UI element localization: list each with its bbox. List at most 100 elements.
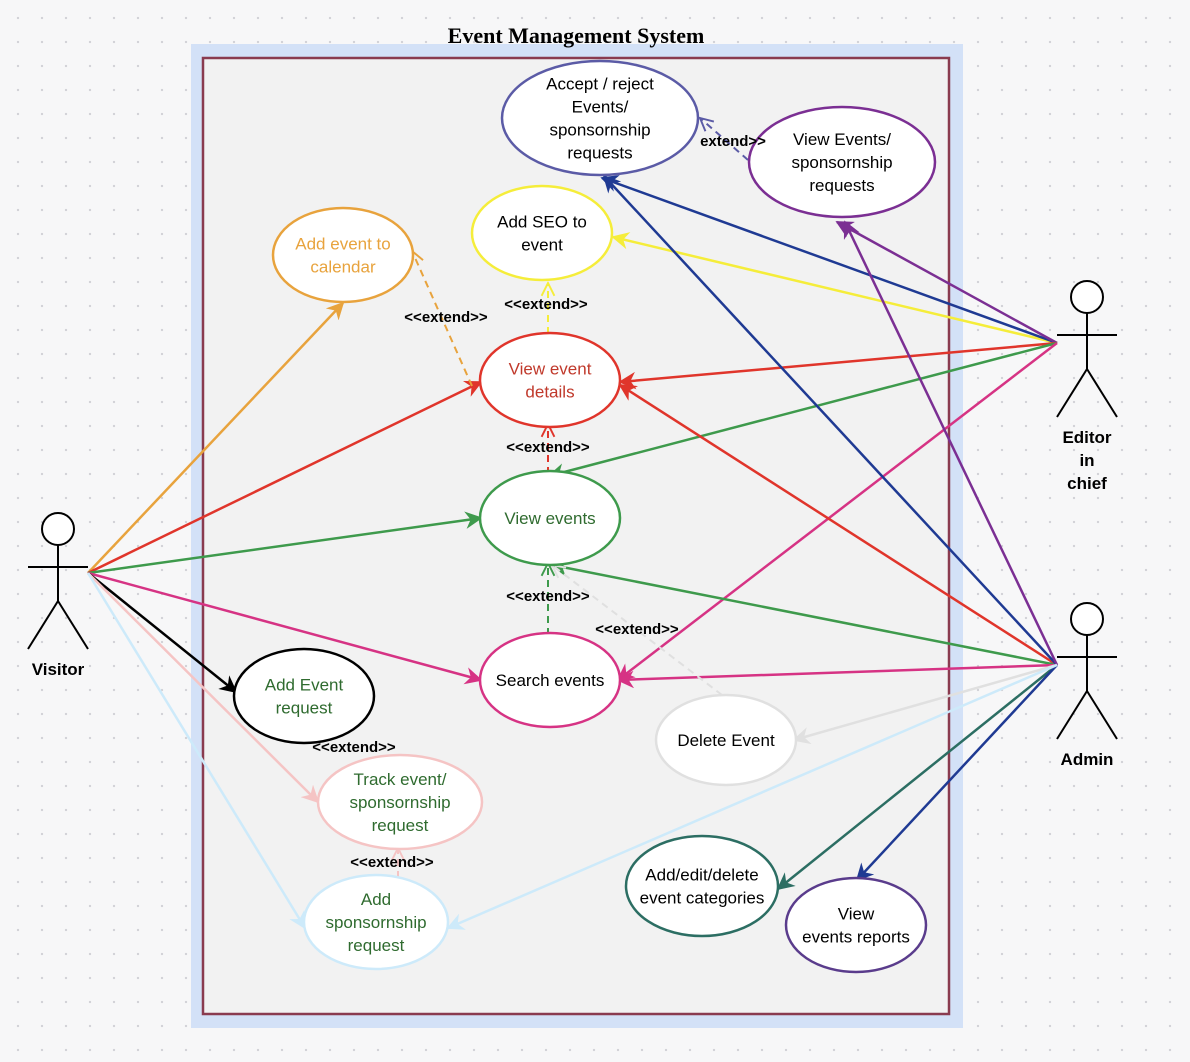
use-case-categories-label-0: Add/edit/delete: [645, 866, 758, 885]
use-case-categories[interactable]: Add/edit/delete event categories: [624, 834, 780, 938]
edge-admin-view-event-details: [618, 383, 1058, 667]
edge-admin-view-events: [550, 559, 1058, 667]
use-case-view-event-details-label-1: details: [525, 383, 574, 402]
use-case-add-sponsorship-label-0: Add: [361, 890, 391, 909]
actor-editor-in-chief-label-0: Editor: [1062, 428, 1111, 447]
actor-admin-right-leg: [1086, 690, 1118, 740]
actor-admin[interactable]: Admin: [1056, 602, 1118, 769]
edge-visitor-view-events: [87, 511, 483, 575]
use-case-add-calendar-label-1: calendar: [310, 258, 376, 277]
use-case-accept-reject-label-0: Accept / reject: [546, 75, 654, 94]
actor-editor-in-chief-left-leg: [1056, 368, 1088, 418]
edge-editor-view-events: [547, 341, 1058, 481]
diagram-title: Event Management System: [448, 23, 705, 48]
extend-label-add-calendar: <<extend>>: [404, 309, 488, 326]
use-case-add-calendar-shape: [271, 206, 415, 304]
use-case-view-events-sponsorship-label-0: View Events/: [793, 130, 891, 149]
use-case-view-events-sponsorship[interactable]: View Events/sponsornship requests: [747, 105, 937, 219]
extend-label-view-event-details: <<extend>>: [506, 439, 590, 456]
use-case-categories-shape: [624, 834, 780, 938]
edge-visitor-add-calendar: [87, 301, 345, 574]
use-case-add-sponsorship-label-2: request: [348, 936, 405, 955]
use-case-add-seo-label-0: Add SEO to: [497, 213, 587, 232]
extend-calendar-details: [412, 251, 473, 387]
actor-editor-in-chief-head: [1070, 280, 1104, 314]
use-case-add-seo-shape: [470, 184, 614, 282]
edge-visitor-track-request: [87, 572, 320, 804]
use-case-add-event-request-label-1: request: [276, 699, 333, 718]
use-case-reports-label-0: View: [838, 905, 875, 924]
use-case-categories-label-1: event categories: [640, 889, 765, 908]
edge-admin-view-events-sponsorship: [843, 220, 1059, 666]
use-case-view-events-sponsorship-shape: [747, 105, 937, 219]
edge-admin-delete-event: [792, 663, 1058, 745]
use-case-reports-label-1: events reports: [802, 928, 910, 947]
edge-editor-accept-reject: [600, 175, 1058, 345]
use-case-add-calendar[interactable]: Add event to calendar: [271, 206, 415, 304]
edge-visitor-view-event-details: [87, 380, 483, 575]
use-case-view-events-label-0: View events: [504, 509, 595, 528]
use-case-track-request-label-0: Track event/: [354, 770, 447, 789]
edge-admin-reports: [855, 664, 1058, 882]
edge-editor-view-events-sponsorship: [835, 220, 1058, 345]
edge-admin-categories: [776, 664, 1058, 891]
actor-editor-in-chief[interactable]: Editor in chief: [1056, 280, 1118, 493]
extend-labels: extend>> <<extend>> <<extend>> <<extend>> <<…: [312, 133, 766, 871]
use-case-view-events-sponsorship-label-1: sponsornship: [791, 153, 892, 172]
actor-visitor-right-leg: [57, 600, 89, 650]
use-case-add-sponsorship-shape: [302, 873, 450, 971]
edge-visitor-search-events: [87, 571, 483, 685]
edge-visitor-add-event-request: [87, 572, 238, 694]
edge-visitor-add-sponsorship: [86, 572, 307, 930]
use-case-track-request-shape: [316, 753, 484, 851]
extend-label-track-request: <<extend>>: [312, 739, 396, 756]
use-case-view-events[interactable]: View events: [478, 469, 622, 567]
actor-admin-left-leg: [1056, 690, 1088, 740]
connectors: [86, 118, 1059, 930]
actor-editor-in-chief-label-2: chief: [1067, 474, 1107, 493]
actor-editor-in-chief-label-1: in: [1079, 451, 1094, 470]
actor-admin-head: [1070, 602, 1104, 636]
use-case-delete-event-shape: [654, 693, 798, 787]
use-case-track-request-label-2: request: [372, 816, 429, 835]
use-case-add-calendar-label-0: Add event to: [295, 235, 390, 254]
use-case-accept-reject-label-2: sponsornship: [549, 121, 650, 140]
use-case-search-events[interactable]: Search events: [478, 631, 622, 729]
extend-label-accept-view-sponsorship: extend>>: [700, 133, 766, 150]
actor-visitor[interactable]: Visitor: [27, 512, 89, 679]
actor-visitor-left-leg: [27, 600, 59, 650]
actor-admin-label-0: Admin: [1061, 750, 1114, 769]
edge-editor-add-seo: [611, 232, 1058, 345]
actor-visitor-head: [41, 512, 75, 546]
use-case-add-seo-label-1: event: [521, 236, 563, 255]
use-case-add-seo[interactable]: Add SEO to event: [470, 184, 614, 282]
use-case-add-event-request-shape: [232, 647, 376, 745]
edge-admin-accept-reject: [602, 174, 1058, 666]
use-case-add-sponsorship-label-1: sponsornship: [325, 913, 426, 932]
use-case-accept-reject-shape: [500, 59, 700, 177]
extend-label-search-events: <<extend>>: [506, 588, 590, 605]
edge-admin-add-sponsorship: [446, 663, 1058, 930]
actor-editor-in-chief-right-leg: [1086, 368, 1118, 418]
use-case-reports[interactable]: View events reports: [784, 876, 928, 974]
use-case-view-events-sponsorship-label-2: requests: [809, 176, 874, 195]
use-case-accept-reject[interactable]: Accept / rejectEvents/sponsornshipreques…: [500, 59, 700, 177]
use-case-accept-reject-label-1: Events/: [572, 98, 629, 117]
edge-editor-search-events: [616, 342, 1058, 682]
use-case-delete-event-label-0: Delete Event: [677, 731, 775, 750]
edge-admin-search-events: [616, 663, 1058, 689]
use-case-search-events-shape: [478, 631, 622, 729]
use-case-reports-shape: [784, 876, 928, 974]
edge-editor-view-event-details: [618, 341, 1058, 390]
extend-label-add-sponsorship: <<extend>>: [350, 854, 434, 871]
actor-visitor-label-0: Visitor: [32, 660, 85, 679]
use-case-delete-event[interactable]: Delete Event: [654, 693, 798, 787]
use-case-search-events-label-0: Search events: [496, 671, 605, 690]
use-case-add-sponsorship[interactable]: Add sponsornship request: [302, 873, 450, 971]
